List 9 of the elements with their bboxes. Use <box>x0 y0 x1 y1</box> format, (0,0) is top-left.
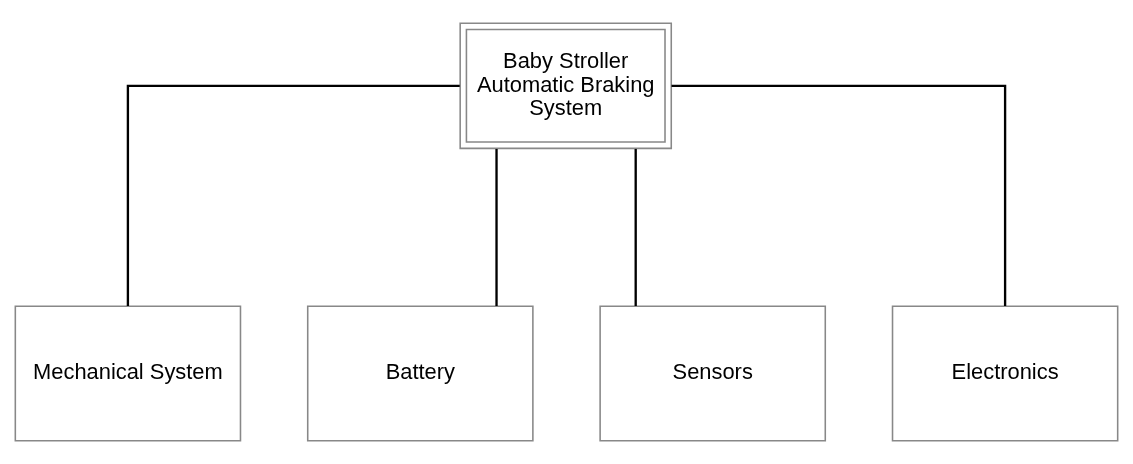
connector <box>126 84 460 307</box>
node-box: Baby Stroller Automatic Braking System <box>459 22 673 150</box>
node-box: Mechanical System <box>14 305 242 442</box>
node-box: Battery <box>306 305 534 442</box>
connector <box>671 84 1007 307</box>
node-box: Electronics <box>891 305 1119 442</box>
node-box: Sensors <box>599 305 827 442</box>
connector <box>634 148 637 306</box>
connector <box>495 148 498 306</box>
